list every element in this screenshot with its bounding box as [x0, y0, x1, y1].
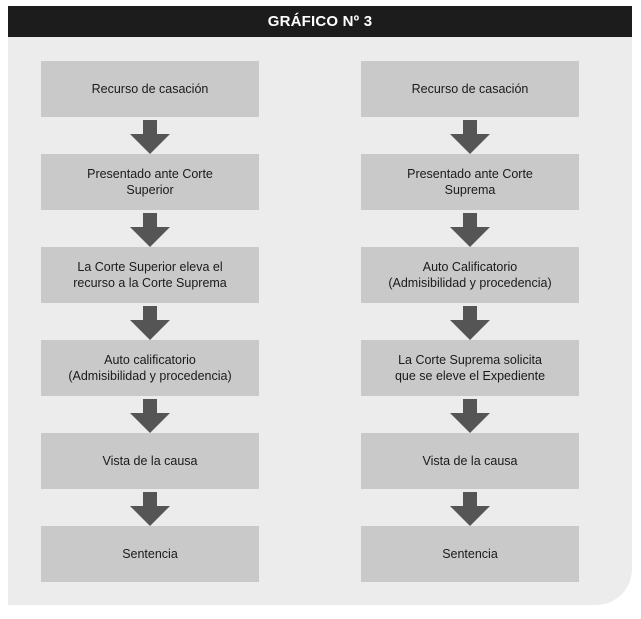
chart-title: GRÁFICO Nº 3 — [267, 13, 373, 30]
left-step-2: Presentado ante Corte Superior — [41, 154, 259, 210]
left-step-4: Auto calificatorio (Admisibilidad y proc… — [41, 340, 259, 396]
right-step-6: Sentencia — [361, 526, 579, 582]
diagram-panel: Recurso de casación Presentado ante Cort… — [8, 37, 632, 605]
down-arrow-icon — [450, 399, 490, 433]
down-arrow-icon — [130, 306, 170, 340]
left-step-3: La Corte Superior eleva el recurso a la … — [41, 247, 259, 303]
down-arrow-icon — [130, 399, 170, 433]
down-arrow-icon — [450, 306, 490, 340]
left-step-5: Vista de la causa — [41, 433, 259, 489]
down-arrow-icon — [450, 120, 490, 154]
down-arrow-icon — [130, 120, 170, 154]
left-step-6: Sentencia — [41, 526, 259, 582]
down-arrow-icon — [130, 213, 170, 247]
down-arrow-icon — [450, 213, 490, 247]
right-step-1: Recurso de casación — [361, 61, 579, 117]
right-step-5: Vista de la causa — [361, 433, 579, 489]
right-step-2: Presentado ante Corte Suprema — [361, 154, 579, 210]
down-arrow-icon — [450, 492, 490, 526]
chart-title-bar: GRÁFICO Nº 3 — [8, 6, 632, 37]
left-step-1: Recurso de casación — [41, 61, 259, 117]
right-step-4: La Corte Suprema solicita que se eleve e… — [361, 340, 579, 396]
right-step-3: Auto Calificatorio (Admisibilidad y proc… — [361, 247, 579, 303]
down-arrow-icon — [130, 492, 170, 526]
